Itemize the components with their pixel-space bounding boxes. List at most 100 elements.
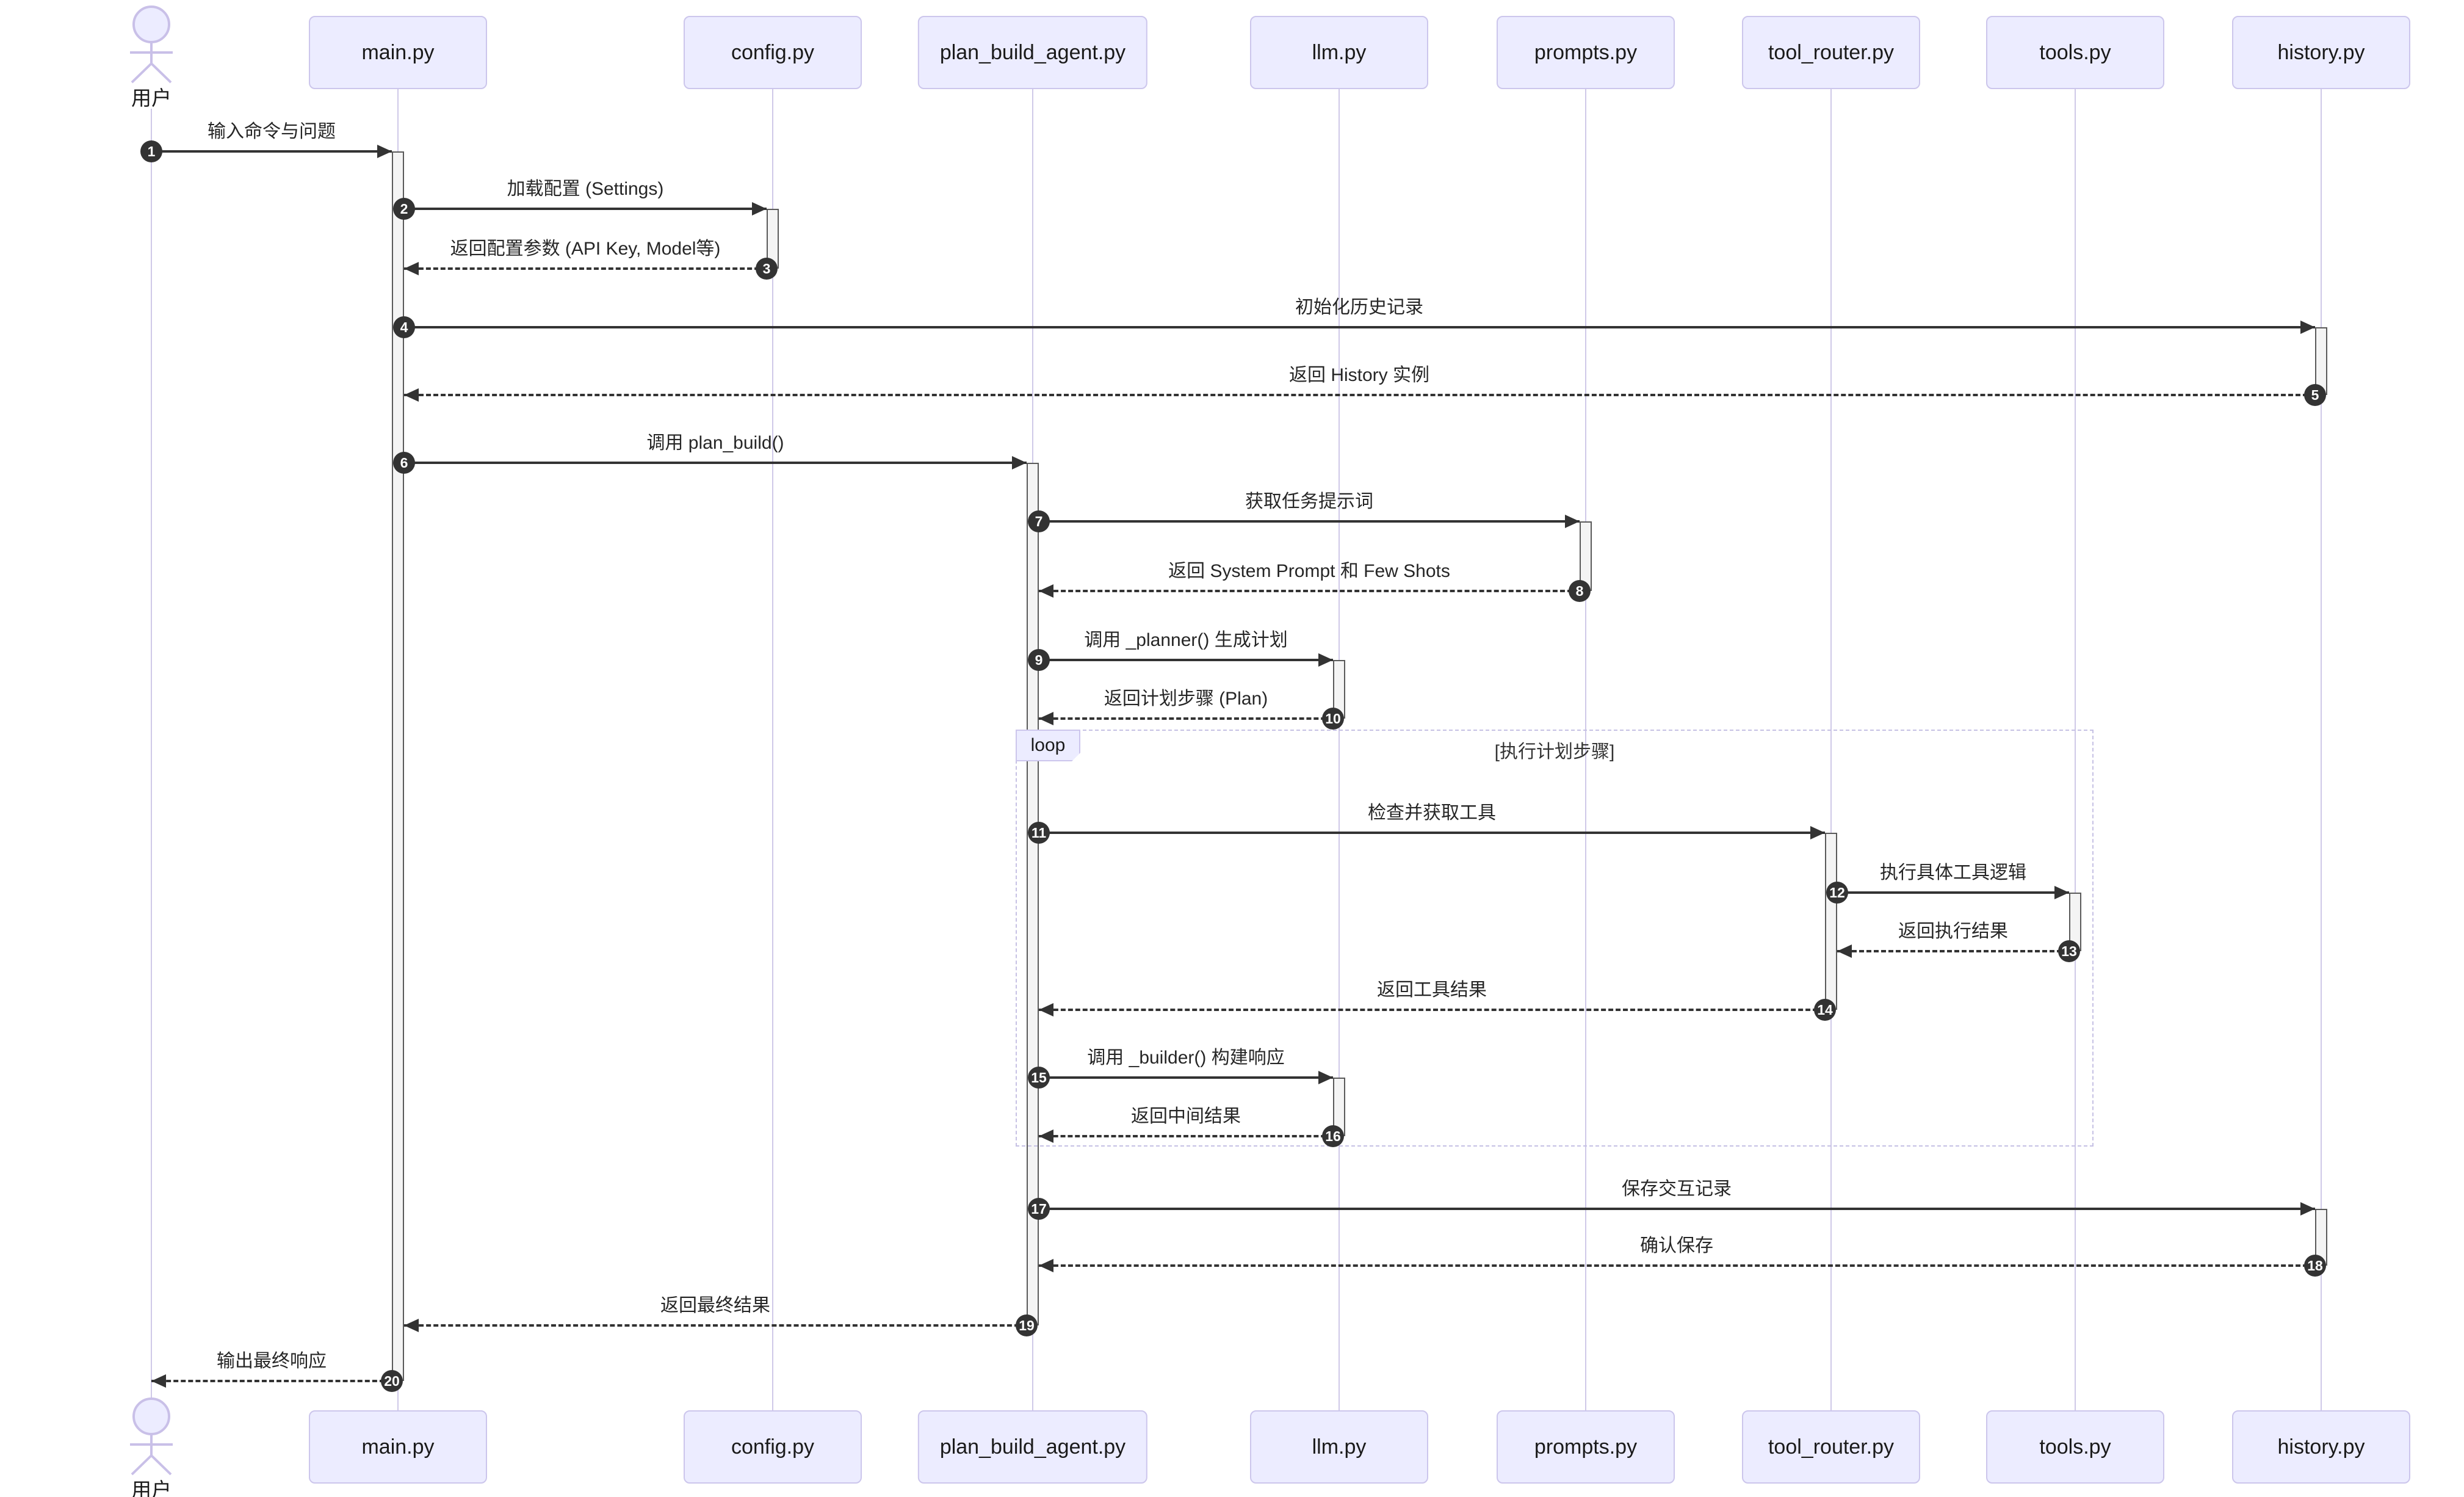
loop-keyword-label: loop [1016,730,1080,761]
message-7-label: 获取任务提示词 [1245,491,1373,512]
message-1-label: 输入命令与问题 [208,121,336,142]
message-3-number-badge: 3 [756,258,778,280]
message-13-number-badge: 13 [2058,940,2080,962]
message-17-number-badge: 17 [1028,1198,1050,1220]
message-17-arrowhead-icon [2300,1202,2315,1216]
message-16-line [1039,1135,1333,1137]
message-15-line [1039,1076,1333,1079]
message-2-arrowhead-icon [752,202,767,216]
message-19-number-badge: 19 [1016,1314,1038,1336]
message-8-line [1039,590,1580,592]
message-9-label: 调用 _planner() 生成计划 [1084,630,1288,650]
lifeline-llm [1339,89,1340,1410]
message-11-number-badge: 11 [1028,822,1050,844]
message-13-line [1837,950,2069,952]
message-20-label: 输出最终响应 [217,1351,327,1371]
participant-prompts-top: prompts.py [1497,16,1675,89]
message-14-arrowhead-icon [1039,1003,1053,1017]
message-12-arrowhead-icon [2054,886,2069,899]
message-3-label: 返回配置参数 (API Key, Model等) [450,239,721,259]
message-14-number-badge: 14 [1814,999,1836,1021]
message-7-number-badge: 7 [1028,510,1050,532]
lifeline-prompts [1585,89,1586,1410]
message-11-label: 检查并获取工具 [1368,803,1496,823]
participant-llm-top: llm.py [1250,16,1428,89]
message-10-number-badge: 10 [1322,708,1344,730]
message-8-label: 返回 System Prompt 和 Few Shots [1168,561,1450,581]
user-actor-icon [130,1397,173,1476]
message-12-label: 执行具体工具逻辑 [1880,863,2026,883]
lifeline-tool-router [1830,89,1832,1410]
message-12-line [1837,891,2069,894]
message-3-line [404,267,767,270]
message-3-arrowhead-icon [404,262,419,275]
message-15-number-badge: 15 [1028,1067,1050,1089]
message-9-line [1039,659,1333,661]
message-18-label: 确认保存 [1640,1236,1713,1256]
participant-tool-router-top: tool_router.py [1742,16,1920,89]
message-6-number-badge: 6 [393,452,415,474]
participant-tools-bottom: tools.py [1986,1410,2164,1484]
message-7-line [1039,520,1580,523]
message-9-arrowhead-icon [1318,653,1333,667]
participant-history-top: history.py [2232,16,2410,89]
message-5-number-badge: 5 [2304,384,2326,406]
message-4-arrowhead-icon [2300,321,2315,334]
message-16-label: 返回中间结果 [1131,1106,1241,1126]
participant-config-bottom: config.py [684,1410,862,1484]
message-4-line [404,326,2315,328]
participant-tool-router-bottom: tool_router.py [1742,1410,1920,1484]
participant-config-top: config.py [684,16,862,89]
message-2-label: 加载配置 (Settings) [507,179,664,199]
message-4-label: 初始化历史记录 [1295,297,1423,317]
message-14-label: 返回工具结果 [1377,980,1487,1000]
message-8-arrowhead-icon [1039,584,1053,598]
participant-prompts-bottom: prompts.py [1497,1410,1675,1484]
lifeline-config [772,89,773,1410]
user-actor-label-top: 用户 [131,87,172,109]
participant-plan-build-agent-bottom: plan_build_agent.py [917,1410,1148,1484]
message-15-arrowhead-icon [1318,1071,1333,1084]
message-18-arrowhead-icon [1039,1259,1053,1272]
message-13-label: 返回执行结果 [1898,921,2008,941]
message-16-number-badge: 16 [1322,1125,1344,1147]
participant-main-top: main.py [309,16,487,89]
lifeline-user [151,109,152,1398]
message-20-number-badge: 20 [381,1370,403,1392]
message-5-line [404,394,2315,396]
message-18-line [1039,1264,2315,1267]
message-13-arrowhead-icon [1837,944,1852,958]
message-5-label: 返回 History 实例 [1288,365,1430,385]
user-actor-icon [130,5,173,84]
participant-plan-build-agent-top: plan_build_agent.py [917,16,1148,89]
message-19-line [404,1324,1027,1327]
message-6-arrowhead-icon [1012,456,1027,469]
lifeline-tools [2075,89,2076,1410]
message-16-arrowhead-icon [1039,1129,1053,1143]
message-12-number-badge: 12 [1826,882,1848,904]
message-9-number-badge: 9 [1028,649,1050,671]
message-20-arrowhead-icon [151,1374,166,1388]
message-8-number-badge: 8 [1569,580,1591,602]
message-19-arrowhead-icon [404,1319,419,1332]
message-20-line [151,1380,392,1382]
loop-condition-label: [执行计划步骤] [1494,742,1615,762]
participant-tools-top: tools.py [1986,16,2164,89]
message-1-line [151,150,392,153]
message-17-line [1039,1208,2315,1210]
message-6-line [404,462,1027,464]
message-14-line [1039,1009,1825,1011]
user-actor-label-bottom: 用户 [131,1479,172,1497]
lifeline-history [2321,89,2322,1410]
message-1-number-badge: 1 [140,140,162,162]
message-15-label: 调用 _builder() 构建响应 [1087,1048,1285,1068]
message-10-line [1039,717,1333,720]
participant-history-bottom: history.py [2232,1410,2410,1484]
message-1-arrowhead-icon [377,145,392,158]
participant-llm-bottom: llm.py [1250,1410,1428,1484]
loop-frame [1016,730,2094,1147]
message-11-arrowhead-icon [1810,826,1825,839]
message-4-number-badge: 4 [393,316,415,338]
message-10-label: 返回计划步骤 (Plan) [1104,689,1268,709]
